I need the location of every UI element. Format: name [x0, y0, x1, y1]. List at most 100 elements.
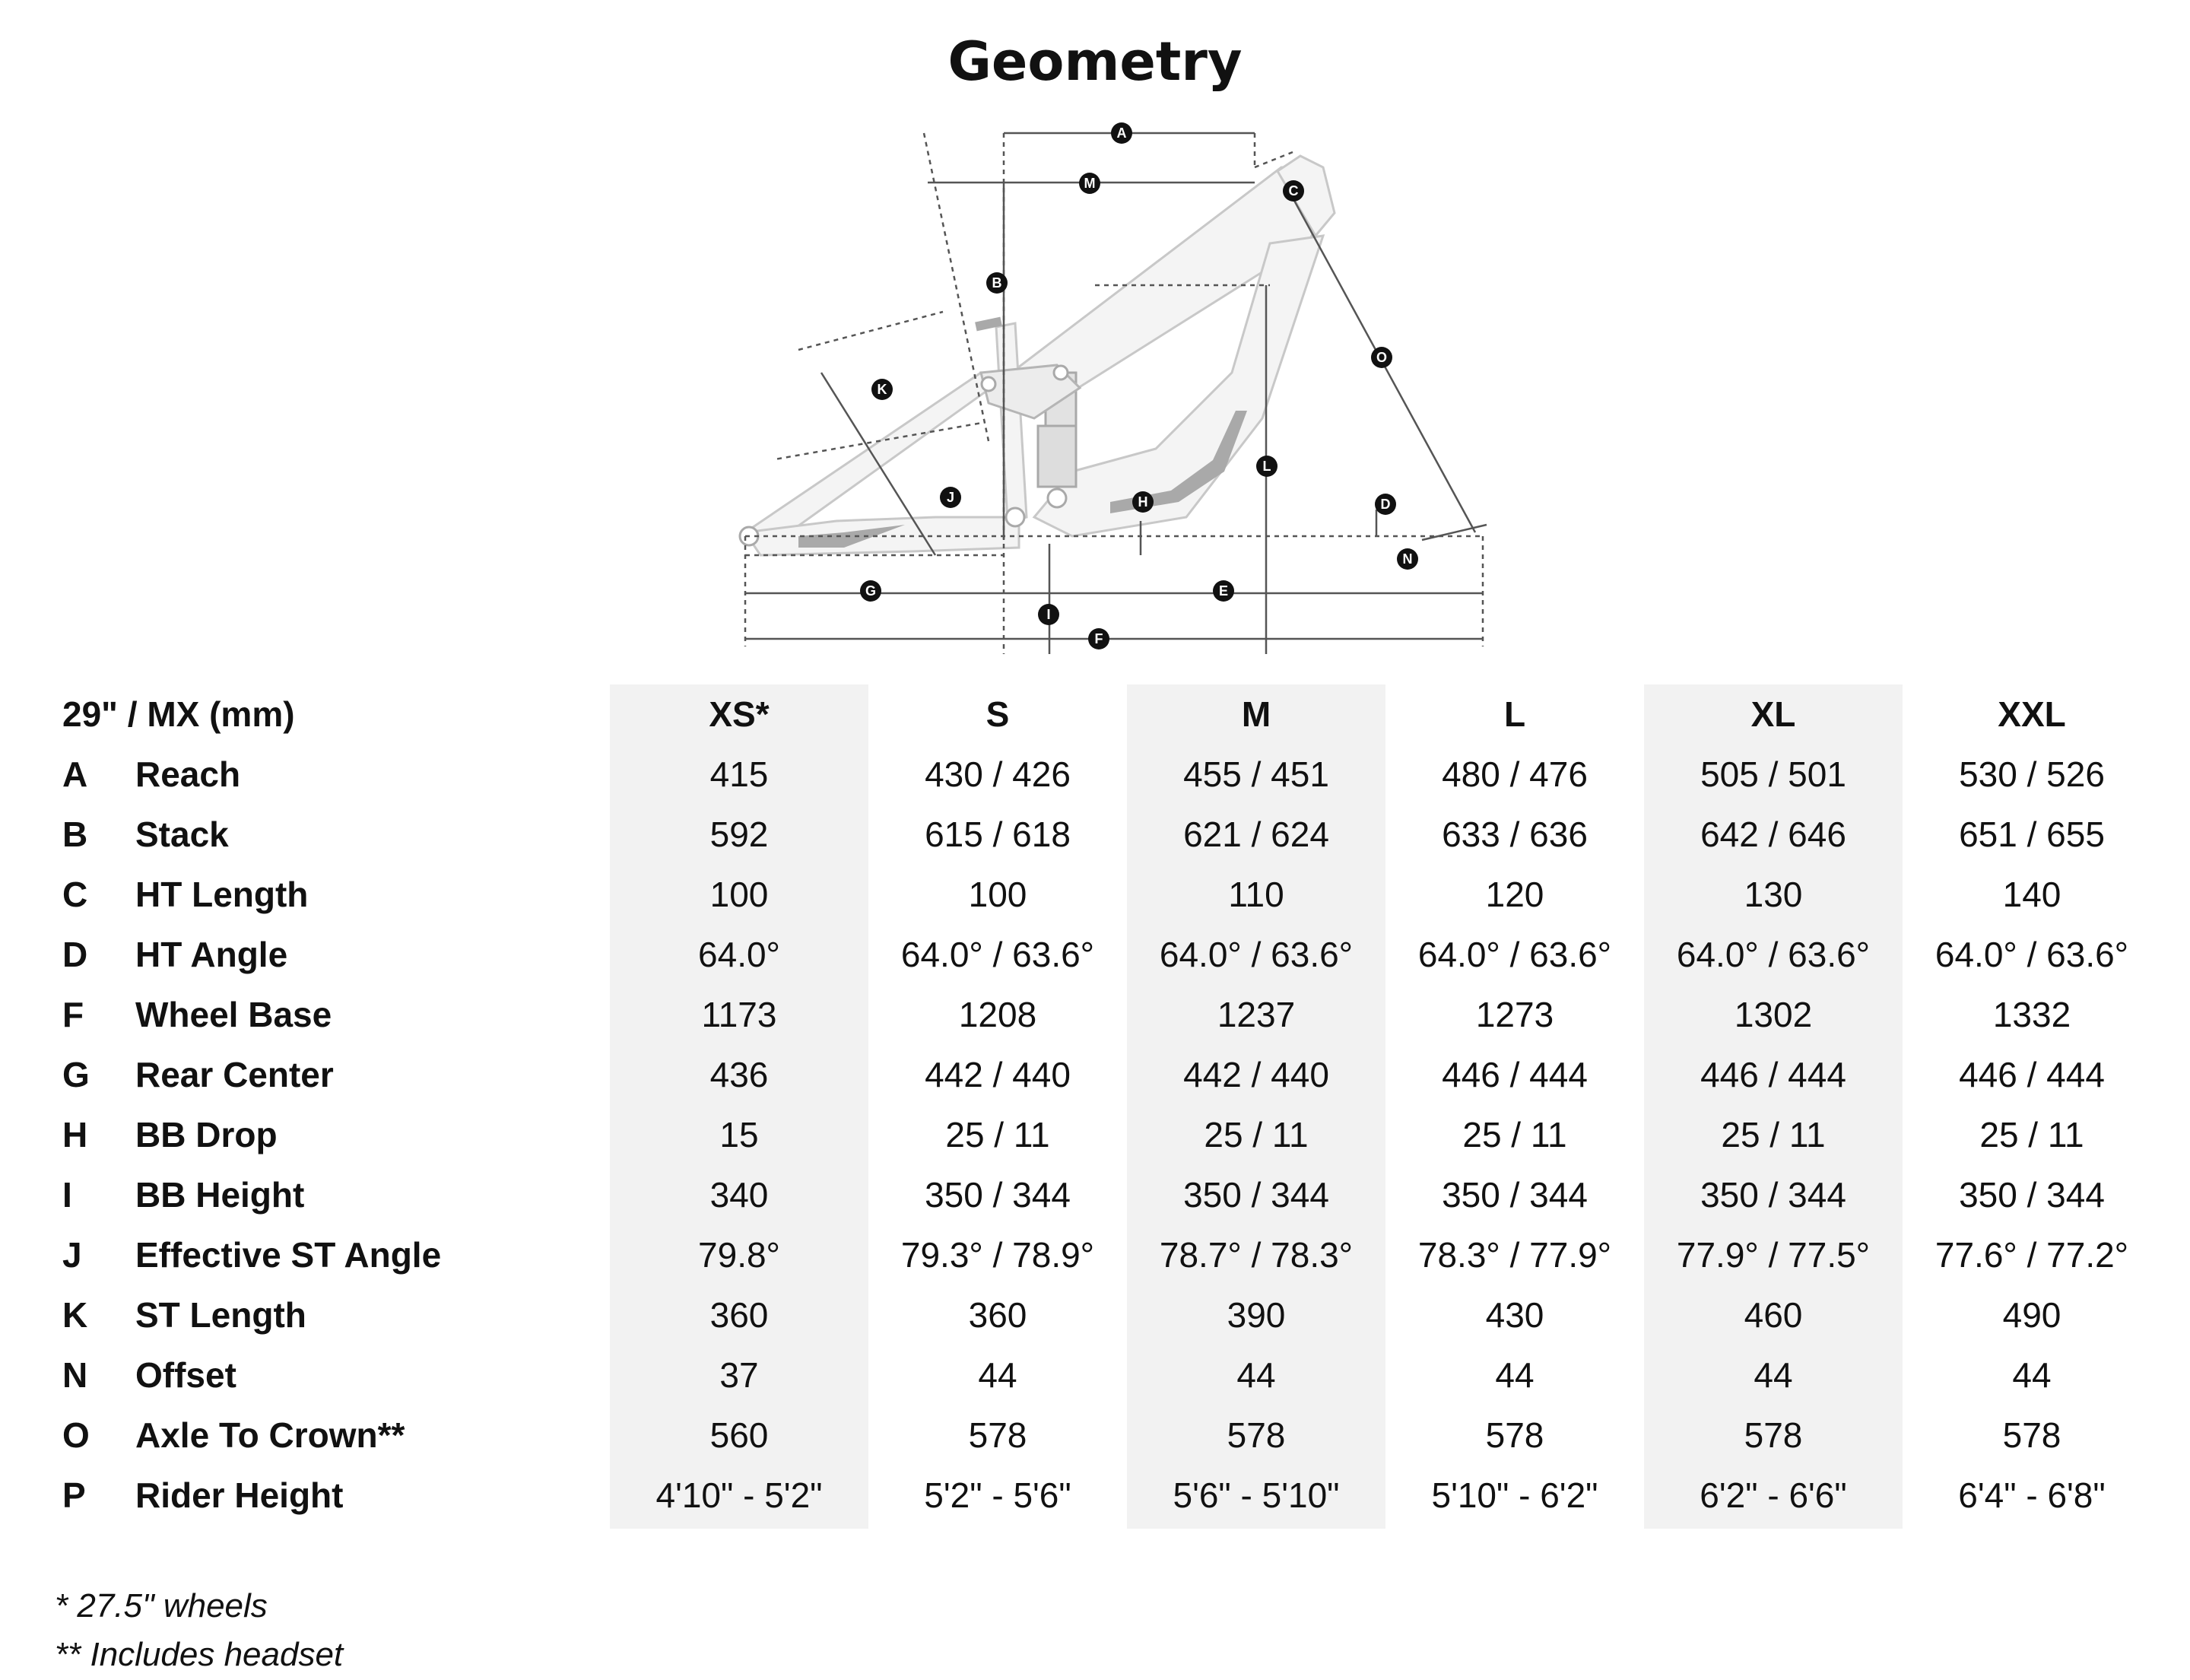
table-cell: 77.9° / 77.5°: [1676, 1235, 1871, 1275]
table-cell: 140: [2002, 875, 2061, 914]
marker-i: I: [1038, 604, 1059, 625]
table-cell: 64.0° / 63.6°: [1676, 935, 1871, 974]
footnote-headset: ** Includes headset: [55, 1636, 344, 1673]
size-header: M: [1241, 694, 1271, 734]
unit-label: 29" / MX (mm): [62, 694, 295, 734]
footnotes: * 27.5" wheels ** Includes headset: [55, 1582, 967, 1679]
table-cell: 78.7° / 78.3°: [1159, 1235, 1354, 1275]
size-header: XXL: [1998, 694, 2066, 734]
table-cell: 64.0° / 63.6°: [900, 935, 1095, 974]
table-cell: 64.0° / 63.6°: [1934, 935, 2129, 974]
row-label: BB Height: [135, 1175, 305, 1215]
table-cell: 446 / 444: [1959, 1055, 2105, 1094]
row-code: P: [62, 1475, 86, 1515]
table-cell: 25 / 11: [1462, 1115, 1567, 1154]
table-cell: 350 / 344: [925, 1175, 1071, 1215]
table-cell: 1273: [1475, 995, 1554, 1034]
table-cell: 25 / 11: [1721, 1115, 1826, 1154]
table-cell: 490: [2002, 1295, 2061, 1335]
table-cell: 25 / 11: [945, 1115, 1050, 1154]
table-cell: 79.3° / 78.9°: [900, 1235, 1095, 1275]
marker-f: F: [1088, 628, 1109, 649]
size-header: S: [986, 694, 1010, 734]
row-code: O: [62, 1415, 90, 1455]
table-cell: 360: [709, 1295, 769, 1335]
table-cell: 430 / 426: [925, 754, 1071, 794]
table-cell: 64.0° / 63.6°: [1159, 935, 1354, 974]
size-header: XL: [1750, 694, 1796, 734]
table-cell: 350 / 344: [1959, 1175, 2105, 1215]
marker-c: C: [1283, 180, 1304, 202]
row-label: BB Drop: [135, 1115, 278, 1154]
table-cell: 64.0° / 63.6°: [1417, 935, 1612, 974]
dimension-lines: [744, 132, 1487, 654]
row-label: Rear Center: [135, 1055, 334, 1094]
table-cell: 4'10" - 5'2": [655, 1475, 823, 1515]
row-code: H: [62, 1115, 88, 1154]
row-label: HT Angle: [135, 935, 288, 974]
table-cell: 415: [709, 754, 769, 794]
size-header: XS*: [709, 694, 770, 734]
table-cell: 6'2" - 6'6": [1700, 1475, 1847, 1515]
marker-k: K: [871, 379, 893, 400]
marker-h: H: [1132, 491, 1154, 513]
table-cell: 455 / 451: [1183, 754, 1329, 794]
table-cell: 430: [1485, 1295, 1544, 1335]
row-code: J: [62, 1235, 82, 1275]
marker-e: E: [1213, 580, 1234, 602]
bike-frame-diagram: A B C D E F G H I J K L M N O: [738, 122, 1487, 654]
table-cell: 505 / 501: [1700, 754, 1846, 794]
table-cell: 44: [978, 1355, 1017, 1395]
table-cell: 5'2" - 5'6": [924, 1475, 1071, 1515]
svg-text:B: B: [992, 275, 1002, 291]
table-cell: 44: [1754, 1355, 1793, 1395]
table-cell: 578: [1485, 1415, 1544, 1455]
svg-text:M: M: [1084, 176, 1096, 191]
table-cell: 100: [709, 875, 769, 914]
table-cell: 390: [1227, 1295, 1286, 1335]
marker-m: M: [1079, 173, 1100, 194]
row-code: I: [62, 1175, 72, 1215]
col-shade-m: [1127, 684, 1385, 1529]
table-cell: 44: [1236, 1355, 1276, 1395]
table-cell: 1237: [1217, 995, 1296, 1034]
table-cell: 5'6" - 5'10": [1173, 1475, 1340, 1515]
svg-text:O: O: [1376, 350, 1387, 365]
table-cell: 633 / 636: [1442, 815, 1588, 854]
table-cell: 615 / 618: [925, 815, 1071, 854]
svg-text:L: L: [1263, 459, 1271, 474]
table-cell: 1208: [958, 995, 1037, 1034]
table-cell: 442 / 440: [1183, 1055, 1329, 1094]
marker-n: N: [1397, 548, 1418, 570]
table-cell: 480 / 476: [1442, 754, 1588, 794]
table-cell: 6'4" - 6'8": [1958, 1475, 2106, 1515]
svg-text:A: A: [1117, 125, 1127, 141]
col-shade-xs: [610, 684, 868, 1529]
row-code: F: [62, 995, 84, 1034]
svg-text:J: J: [947, 490, 954, 505]
table-cell: 5'10" - 6'2": [1431, 1475, 1598, 1515]
table-cell: 560: [709, 1415, 769, 1455]
table-header-row: 29" / MX (mm) XS* S M L XL XXL: [62, 684, 2146, 745]
table-cell: 78.3° / 77.9°: [1417, 1235, 1612, 1275]
table-cell: 460: [1744, 1295, 1803, 1335]
table-cell: 530 / 526: [1959, 754, 2105, 794]
marker-a: A: [1111, 122, 1132, 144]
table-cell: 100: [968, 875, 1027, 914]
svg-text:E: E: [1219, 583, 1228, 599]
marker-j: J: [940, 487, 961, 508]
page-title: Geometry: [947, 30, 1243, 93]
row-code: N: [62, 1355, 88, 1395]
table-cell: 350 / 344: [1700, 1175, 1846, 1215]
dimension-markers: A B C D E F G H I J K L M N O: [860, 122, 1418, 649]
svg-text:I: I: [1046, 607, 1050, 622]
table-cell: 64.0°: [698, 935, 780, 974]
